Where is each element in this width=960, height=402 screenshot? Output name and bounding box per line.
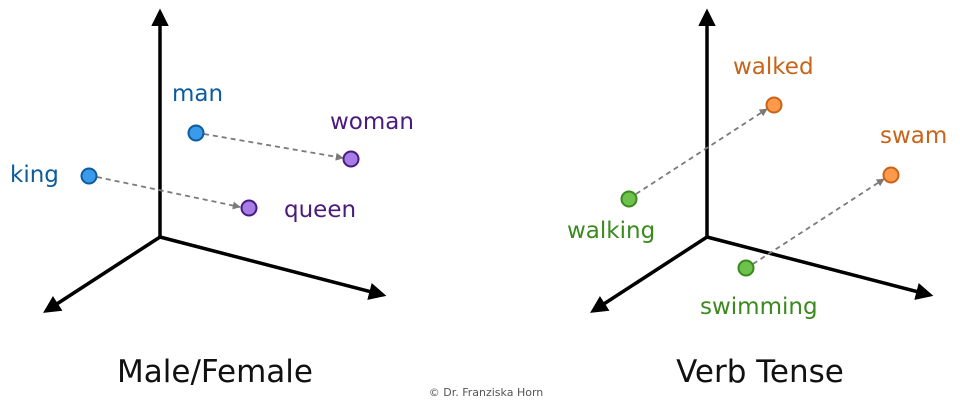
label-swam: swam	[880, 123, 947, 149]
point-queen	[240, 199, 258, 217]
point-king	[80, 167, 98, 185]
label-walked: walked	[733, 54, 814, 80]
label-queen: queen	[284, 197, 356, 223]
label-woman: woman	[330, 109, 414, 135]
label-man: man	[172, 81, 223, 107]
point-swimming	[737, 259, 755, 277]
point-man	[187, 124, 205, 142]
point-swam	[882, 166, 900, 184]
relation-arrow-man-woman	[203, 133, 344, 161]
axes-male-female	[43, 8, 387, 313]
point-woman	[342, 150, 360, 168]
z-axis	[590, 235, 708, 313]
axes-verb-tense	[590, 8, 934, 313]
z-axis	[43, 235, 161, 313]
x-axis	[706, 235, 934, 300]
relation-arrow-walking-walked	[635, 108, 768, 195]
point-walking	[620, 190, 638, 208]
panel-title-verb-tense: Verb Tense	[676, 354, 844, 390]
panel-title-male-female: Male/Female	[117, 354, 313, 390]
relation-arrow-king-queen	[96, 176, 241, 210]
relation-arrow-swimming-swam	[752, 178, 885, 265]
panel-verb-tense: walking walked swimming swam Verb Tense	[567, 8, 947, 390]
panel-male-female: king queen man woman Male/Female	[10, 8, 414, 390]
label-king: king	[10, 162, 59, 188]
point-walked	[765, 96, 783, 114]
credit-text: © Dr. Franziska Horn	[429, 386, 544, 399]
x-axis	[159, 235, 387, 300]
label-walking: walking	[567, 218, 655, 244]
label-swimming: swimming	[700, 294, 818, 320]
